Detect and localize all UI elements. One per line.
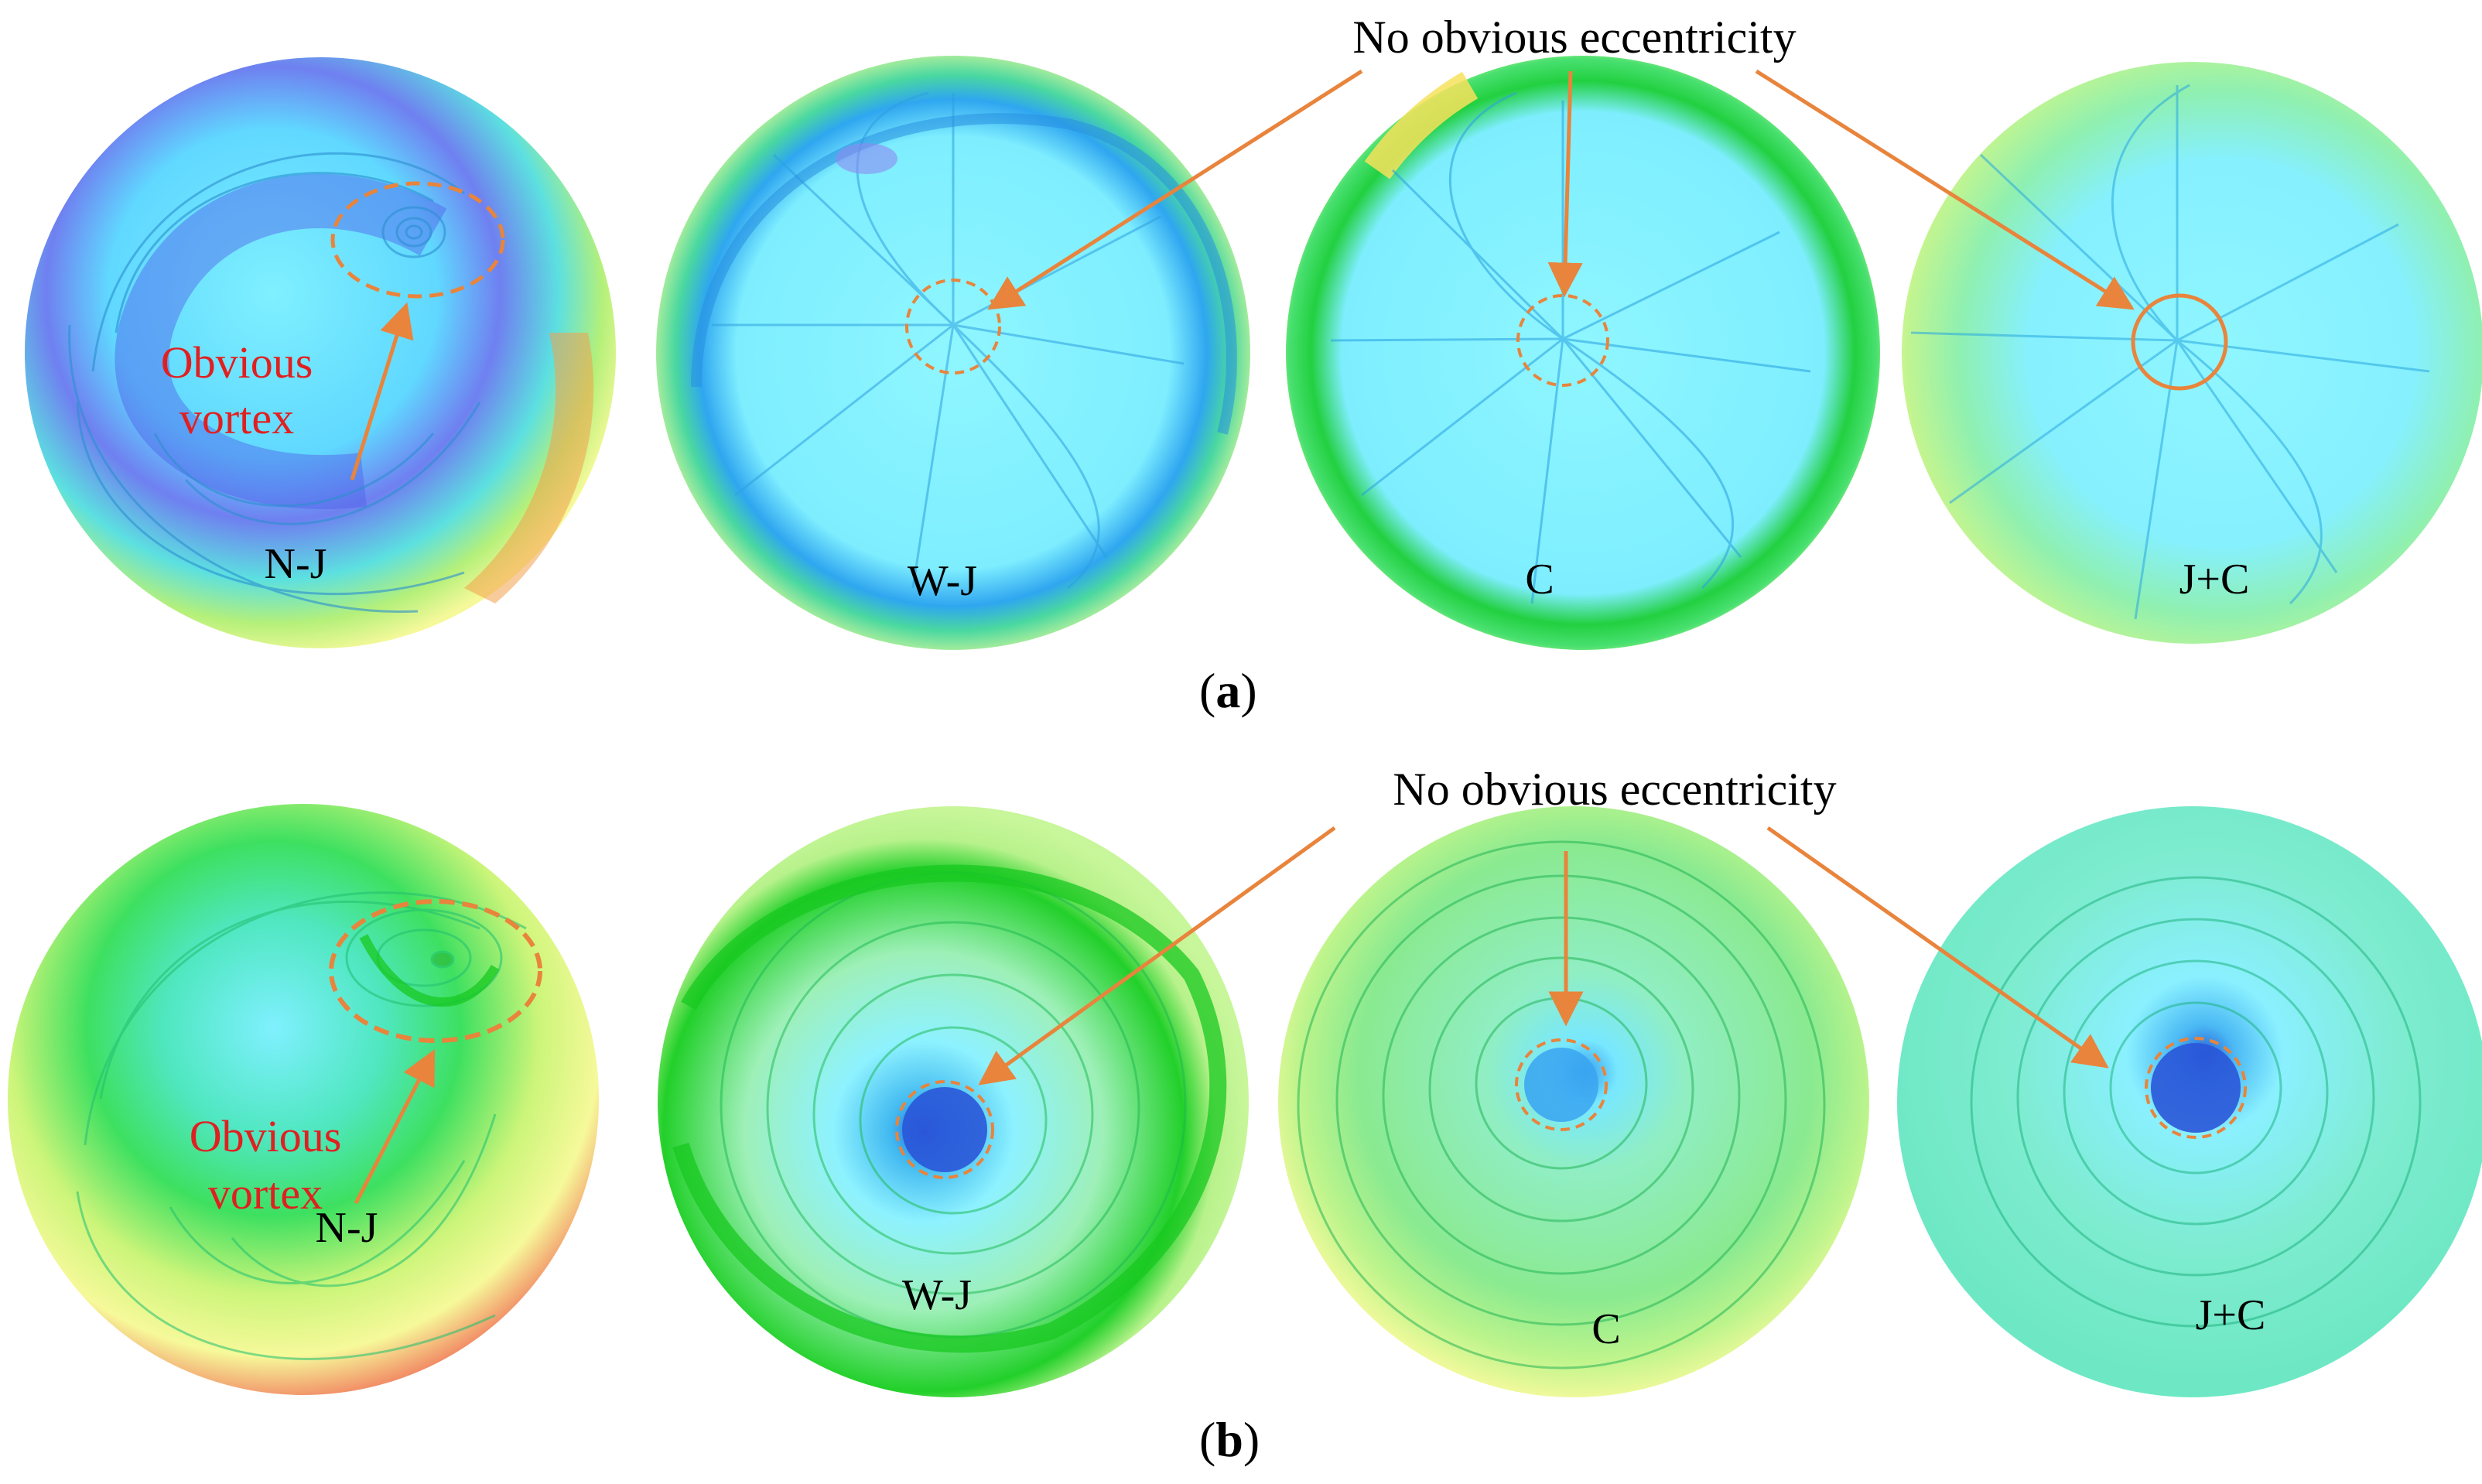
contour-a-nj: Obvious vortex N-J — [25, 57, 616, 648]
contour-b-wj: W-J — [658, 806, 1249, 1397]
case-label-b-wj: W-J — [902, 1271, 972, 1319]
arrow-a-wj — [987, 69, 1363, 310]
arrow-a-c — [1547, 70, 1583, 298]
case-label-a-nj: N-J — [265, 540, 327, 588]
arrow-a-jc — [1755, 69, 2135, 310]
contour-a-wj: W-J — [656, 56, 1250, 650]
panel-a: Obvious vortex N-J W-J — [25, 12, 2482, 650]
case-label-b-nj: N-J — [316, 1204, 378, 1252]
vortex-label-b-line2: vortex — [208, 1168, 323, 1219]
contour-b-nj: Obvious vortex N-J — [8, 804, 599, 1395]
vortex-label-a-line2: vortex — [179, 393, 294, 443]
panel-caption-a: (a) — [1199, 663, 1257, 718]
case-label-a-c: C — [1525, 556, 1554, 604]
case-label-b-c: C — [1591, 1305, 1620, 1353]
contour-a-c: C — [1286, 56, 1880, 650]
case-label-a-jc: J+C — [2179, 556, 2250, 604]
annotation-eccentricity-b: No obvious eccentricity — [1393, 764, 1836, 815]
vortex-label-a-line1: Obvious — [161, 337, 313, 388]
contour-b-c: C — [1278, 806, 1869, 1397]
vortex-label-b-line1: Obvious — [190, 1111, 342, 1161]
arrow-b-jc — [1766, 826, 2109, 1069]
case-label-b-jc: J+C — [2196, 1291, 2266, 1339]
contour-a-jc: J+C — [1902, 62, 2482, 644]
annotation-eccentricity-a: No obvious eccentricity — [1352, 12, 1796, 63]
case-label-a-wj: W-J — [908, 557, 977, 605]
panel-caption-b: (b) — [1199, 1412, 1260, 1467]
arrow-b-wj — [978, 826, 1336, 1086]
contour-b-jc: J+C — [1897, 806, 2482, 1397]
panel-b: Obvious vortex N-J W-J — [8, 764, 2482, 1397]
